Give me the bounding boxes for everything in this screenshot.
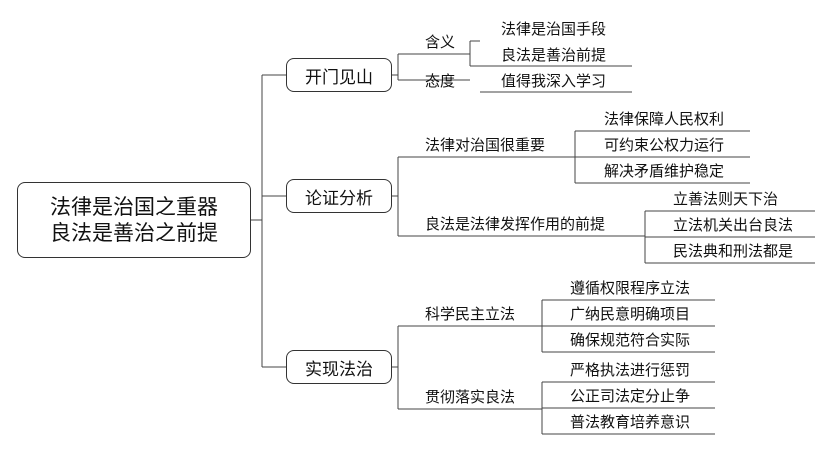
branch-label: 开门见山 xyxy=(305,67,373,88)
leaf-item: 普法教育培养意识 xyxy=(570,413,691,431)
leaf-item: 广纳民意明确项目 xyxy=(570,305,691,323)
subtopic-fazhi-zhongyao: 法律对治国很重要 xyxy=(425,136,546,154)
subtopic-taidu: 态度 xyxy=(425,72,456,90)
leaf-item: 良法是善治前提 xyxy=(501,46,607,64)
subtopic-liangfa-qianti: 良法是法律发挥作用的前提 xyxy=(425,215,606,233)
root-topic: 法律是治国之重器 良法是善治之前提 xyxy=(17,182,251,258)
root-line-1: 法律是治国之重器 xyxy=(50,195,218,219)
subtopic-guanche-liangfa: 贯彻落实良法 xyxy=(425,388,516,406)
leaf-item: 民法典和刑法都是 xyxy=(673,242,794,260)
leaf-item: 遵循权限程序立法 xyxy=(570,279,691,297)
root-line-2: 良法是善治之前提 xyxy=(50,221,218,245)
leaf-item: 可约束公权力运行 xyxy=(604,136,725,154)
subtopic-kexue-lifa: 科学民主立法 xyxy=(425,305,516,323)
leaf-item: 确保规范符合实际 xyxy=(570,331,691,349)
branch-shixian-fazhi: 实现法治 xyxy=(286,350,392,384)
branch-kaimen-jianshan: 开门见山 xyxy=(286,58,392,92)
leaf-item: 法律是治国手段 xyxy=(501,20,607,38)
leaf-item: 立法机关出台良法 xyxy=(673,216,794,234)
branch-label: 实现法治 xyxy=(305,359,373,380)
leaf-item: 法律保障人民权利 xyxy=(604,110,725,128)
branch-lunzheng-fenxi: 论证分析 xyxy=(286,179,392,213)
leaf-item: 严格执法进行惩罚 xyxy=(570,361,691,379)
leaf-item: 公正司法定分止争 xyxy=(570,387,691,405)
subtopic-hanyi: 含义 xyxy=(425,33,456,51)
leaf-item: 立善法则天下治 xyxy=(673,190,779,208)
leaf-item: 解决矛盾维护稳定 xyxy=(604,162,725,180)
leaf-item: 值得我深入学习 xyxy=(501,72,607,90)
branch-label: 论证分析 xyxy=(305,188,373,209)
